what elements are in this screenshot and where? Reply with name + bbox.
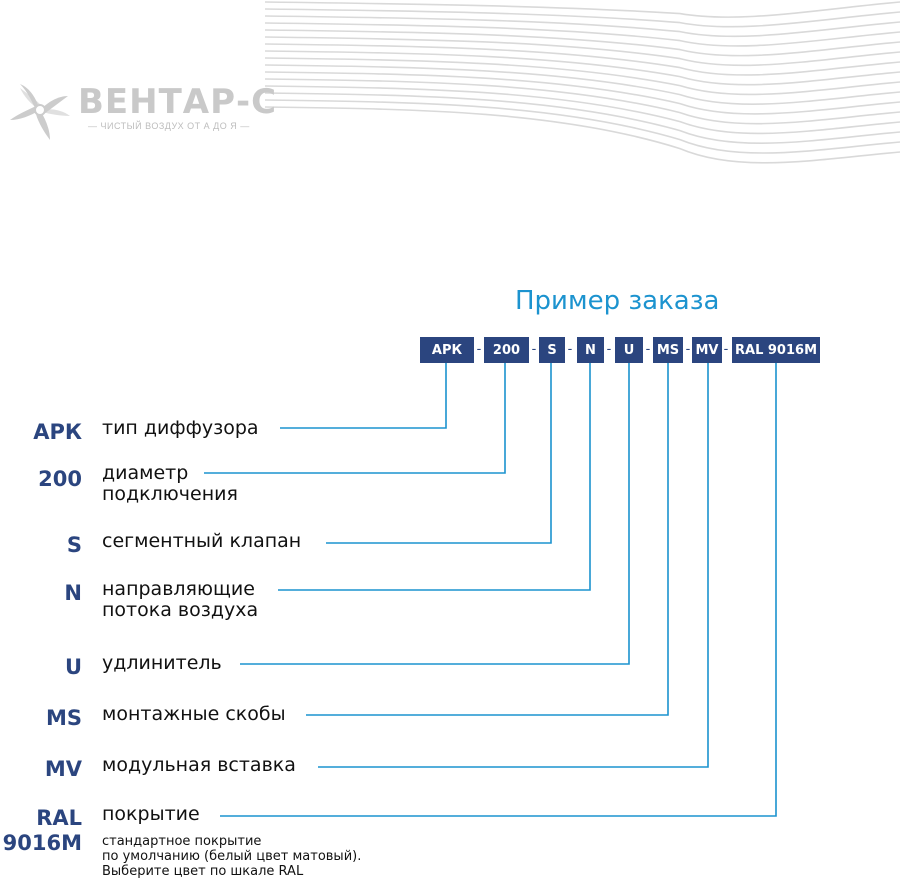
decor-wave-line — [264, 36, 900, 67]
description-line: монтажные скобы — [102, 703, 286, 725]
fan-logo-icon — [6, 76, 74, 144]
decor-wave-line — [264, 85, 900, 135]
description-line: потока воздуха — [102, 599, 259, 621]
legend-code: 200 — [38, 467, 82, 491]
connector-line — [240, 363, 630, 665]
decor-wave-line — [264, 22, 900, 47]
decor-wave-line — [264, 64, 900, 105]
legend-code: АРК — [33, 420, 82, 444]
code-segment-ark: АРК — [420, 337, 474, 363]
decor-wave-line — [264, 78, 900, 125]
description-line: покрытие — [102, 803, 200, 825]
description-line: тип диффузора — [102, 417, 259, 439]
decor-wave-line — [264, 8, 900, 28]
decor-wave-line — [264, 92, 900, 144]
connector-line — [306, 363, 669, 716]
note-line: по умолчанию (белый цвет матовый). — [102, 849, 362, 864]
connector-line — [278, 363, 591, 591]
legend-description: модульная вставка — [102, 755, 296, 776]
connector-line — [204, 363, 506, 474]
legend-description: удлинитель — [102, 653, 222, 674]
description-line: модульная вставка — [102, 754, 296, 776]
decor-wave-line — [264, 57, 900, 96]
decor-wave-line — [264, 71, 900, 115]
company-slogan: ЧИСТЫЙ ВОЗДУХ ОТ А ДО Я — [88, 121, 250, 131]
legend-code: U — [64, 655, 82, 679]
code-line: RAL — [36, 806, 82, 830]
decor-wave-line — [264, 1, 900, 18]
legend-code: MV — [44, 757, 82, 781]
code-separator: - — [531, 340, 537, 356]
code-segment-200: 200 — [484, 337, 529, 363]
legend-code: RAL 9016M — [0, 806, 82, 856]
description-line: подключения — [102, 483, 238, 505]
legend-description: направляющие потока воздуха — [102, 579, 258, 621]
code-segment-u: U — [615, 337, 643, 363]
code-segment-mv: MV — [692, 337, 722, 363]
order-example-title: Пример заказа — [515, 286, 720, 316]
decor-wave-line — [264, 43, 900, 76]
connector-line — [326, 363, 552, 544]
legend-description: сегментный клапан — [102, 531, 301, 552]
code-segment-n: N — [577, 337, 604, 363]
code-separator: - — [567, 340, 573, 356]
connector-line — [220, 363, 777, 817]
code-segment-ral: RAL 9016M — [732, 337, 820, 363]
code-separator: - — [685, 340, 691, 356]
legend-description: покрытие — [102, 804, 200, 825]
decor-wave-line — [264, 15, 900, 38]
code-separator: - — [606, 340, 612, 356]
legend-description: тип диффузора — [102, 418, 259, 439]
legend-code: S — [66, 533, 82, 557]
note-line: стандартное покрытие — [102, 834, 262, 849]
description-line: диаметр — [102, 462, 189, 484]
code-separator: - — [645, 340, 651, 356]
connector-line — [318, 363, 709, 768]
legend-code: N — [64, 581, 82, 605]
legend-description: монтажные скобы — [102, 704, 286, 725]
description-line: направляющие — [102, 578, 255, 600]
code-separator: - — [476, 340, 482, 356]
note-line: Выберите цвет по шкале RAL — [102, 864, 304, 879]
code-line: 9016M — [2, 831, 82, 855]
description-line: сегментный клапан — [102, 530, 302, 552]
decor-wave-line — [264, 106, 900, 164]
decor-wave-line — [264, 99, 900, 154]
decor-wave-line — [264, 50, 900, 86]
code-separator: - — [723, 340, 729, 356]
decor-wave-line — [264, 29, 900, 57]
description-line: удлинитель — [102, 652, 222, 674]
legend-description: диаметр подключения — [102, 463, 238, 505]
legend-code: MS — [45, 706, 82, 730]
connector-line — [280, 363, 447, 429]
code-segment-s: S — [539, 337, 565, 363]
company-name: ВЕНТАР-С — [78, 82, 278, 122]
code-segment-ms: MS — [653, 337, 683, 363]
coating-note: стандартное покрытие по умолчанию (белый… — [102, 834, 442, 879]
